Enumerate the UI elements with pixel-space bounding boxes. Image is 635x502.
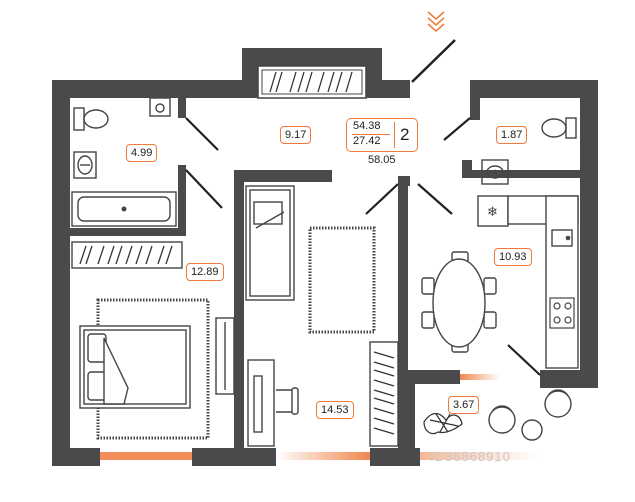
room-area-toilet: 1.87 xyxy=(496,126,528,144)
summary-vertical-divider xyxy=(394,122,395,148)
rug-icon xyxy=(308,226,376,334)
toilet-icon xyxy=(541,117,577,139)
window-balcony-bottom xyxy=(420,452,540,460)
kitchen-area-value: 27.42 xyxy=(353,135,381,147)
window-balcony xyxy=(460,374,500,380)
plant-icon xyxy=(423,412,463,435)
sink-icon xyxy=(481,159,509,185)
desk-icon xyxy=(247,359,275,447)
inner-walls xyxy=(70,80,580,450)
window-living xyxy=(276,452,370,460)
living-area-value: 54.38 xyxy=(353,120,381,132)
wardrobe-icon xyxy=(71,241,183,269)
entrance-door xyxy=(411,39,456,83)
door-swings xyxy=(185,117,541,376)
summary-divider xyxy=(352,134,390,135)
chevrons-down-icon xyxy=(427,11,445,32)
room-area-bedroom: 12.89 xyxy=(186,263,224,281)
washing-machine-icon xyxy=(149,97,171,117)
sofa-icon xyxy=(245,185,295,301)
bed-icon xyxy=(79,325,191,409)
kitchen-counter xyxy=(507,195,579,369)
dining-table-icon xyxy=(421,251,497,353)
wardrobe-icon xyxy=(257,65,367,99)
toilet-icon xyxy=(73,107,109,131)
bathtub-icon xyxy=(71,191,177,227)
window-bedroom xyxy=(100,452,192,460)
armchair-icon xyxy=(488,389,572,441)
apartment-summary: 54.38 27.42 2 xyxy=(346,118,418,152)
wardrobe-icon xyxy=(369,341,399,447)
room-area-kitchen: 10.93 xyxy=(494,248,532,266)
room-area-living-room: 14.53 xyxy=(316,401,354,419)
svg-text:❄: ❄ xyxy=(487,205,498,220)
outer-walls xyxy=(52,48,598,466)
room-area-balcony: 3.67 xyxy=(448,396,480,414)
stove-icon xyxy=(549,297,575,329)
watermark-text: ID36868910 xyxy=(430,449,511,464)
total-area-value: 58.05 xyxy=(368,154,396,166)
chair-icon xyxy=(276,387,299,415)
sink-icon xyxy=(73,151,97,179)
fridge-icon: ❄ xyxy=(477,195,509,227)
rooms-count: 2 xyxy=(400,125,410,144)
room-area-hallway: 9.17 xyxy=(280,126,312,144)
desk-icon xyxy=(215,317,235,395)
room-area-bathroom: 4.99 xyxy=(126,144,158,162)
